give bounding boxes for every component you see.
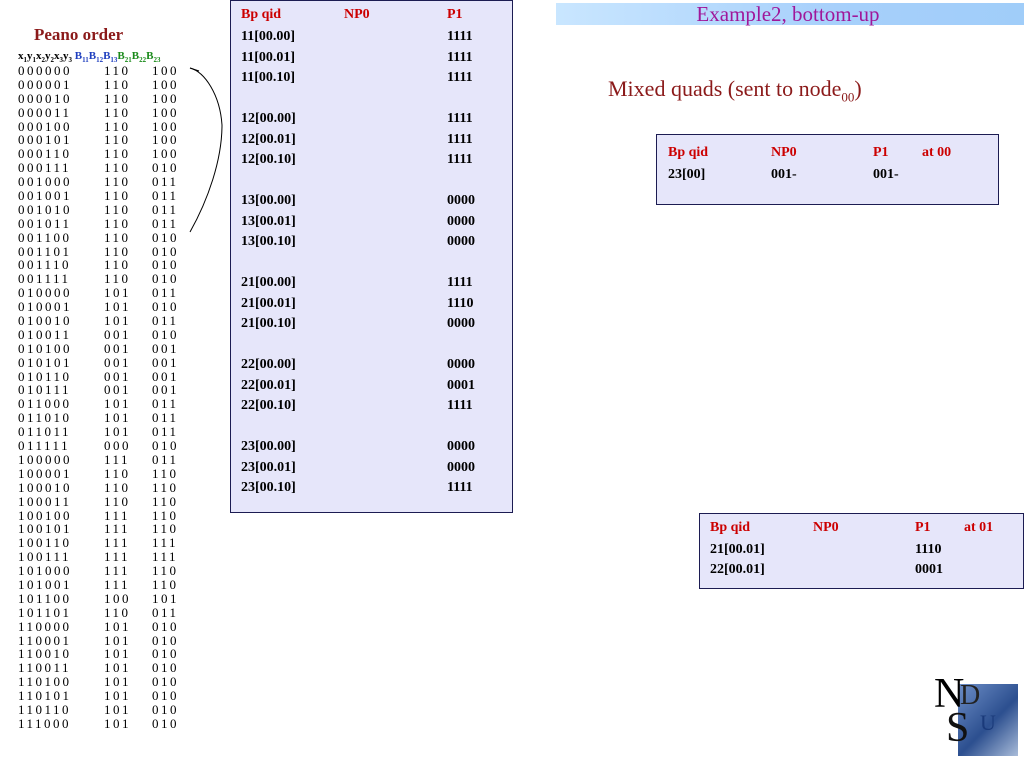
slide-title: Example2, bottom-up — [696, 2, 880, 26]
quadrant-row: 23[00.01]0000 — [241, 459, 475, 475]
node-row: 22[00.01]0001 — [710, 562, 943, 577]
node-row: 21[00.01]1110 — [710, 542, 942, 557]
quadrant-row: 12[00.10]1111 — [241, 152, 473, 167]
slide-title-bar: Example2, bottom-up — [556, 2, 1024, 26]
logo-photo — [958, 684, 1018, 756]
quadrant-row: 11[00.01]1111 — [241, 49, 473, 65]
quadrant-row: 21[00.00]1111 — [241, 275, 473, 290]
ndsu-logo: N D S U — [930, 671, 1020, 760]
quadrant-row: 11[00.00]1111 — [241, 29, 473, 44]
quadrant-row: 13[00.00]0000 — [241, 193, 475, 208]
quadrant-row: 22[00.00]0000 — [241, 357, 475, 372]
quadrant-row: 23[00.10]1111 — [241, 480, 473, 495]
quadrant-row: 22[00.01]0001 — [241, 377, 475, 393]
node01-panel: Bp qid NP0 P1 at 01 21[00.01]1110 22[00.0… — [699, 513, 1024, 589]
peano-title: Peano order — [34, 25, 124, 44]
quadrant-row: 12[00.01]1111 — [241, 131, 473, 147]
quadrant-row: 21[00.01]1110 — [241, 295, 474, 311]
mixed-quads-heading: Mixed quads (sent to node00) — [608, 76, 862, 105]
quadrant-row: 21[00.10]0000 — [241, 316, 475, 331]
quadrant-row: 13[00.10]0000 — [241, 234, 475, 249]
quadrant-row: 22[00.10]1111 — [241, 398, 473, 413]
quadrant-panel-header: Bp qid NP0 P1 — [241, 7, 463, 22]
node00-panel: Bp qid NP0 P1 at 00 23[00]001-001- — [656, 134, 999, 205]
peano-column-header: x1y1x2y2x3y3 B11B12B13B21B22B23 — [18, 50, 161, 65]
quadrant-row: 11[00.10]1111 — [241, 70, 473, 85]
node-row: 23[00]001-001- — [668, 167, 899, 182]
quadrant-row: 12[00.00]1111 — [241, 111, 473, 126]
quadrant-row: 23[00.00]0000 — [241, 439, 475, 454]
quadrant-panel: Bp qid NP0 P1 11[00.00]1111 11[00.01]1111… — [230, 0, 513, 513]
quadrant-row: 13[00.01]0000 — [241, 213, 475, 229]
node01-panel-header: Bp qid NP0 P1 at 01 — [710, 520, 994, 535]
node00-panel-header: Bp qid NP0 P1 at 00 — [668, 145, 952, 160]
